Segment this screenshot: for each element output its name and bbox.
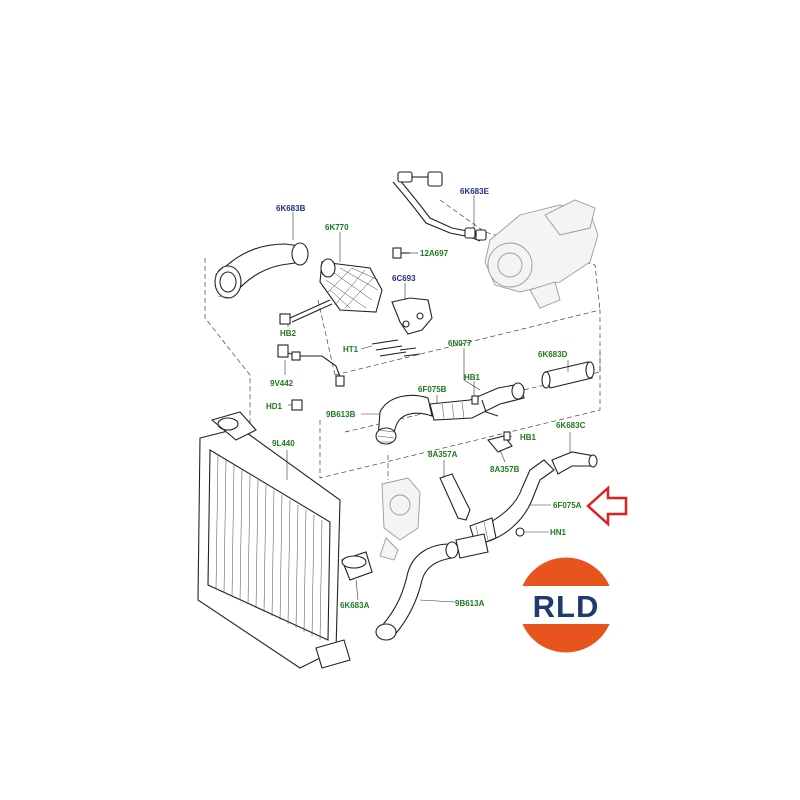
label-9l440: 9L440 <box>272 439 295 448</box>
rld-logo: RLD <box>517 556 615 654</box>
pipe-6f075a <box>469 459 555 547</box>
bracket-8a357b <box>471 395 513 453</box>
label-6f075a: 6F075A <box>553 501 582 510</box>
bracket-6c693 <box>391 297 433 335</box>
hose-6k683a <box>341 551 373 581</box>
bolts-ht1 <box>371 339 421 357</box>
label-hn1: HN1 <box>550 528 567 537</box>
label-ht1: HT1 <box>343 345 359 354</box>
bolt-hb2 <box>279 299 333 325</box>
hose-9b613b <box>375 394 433 445</box>
pipe-assembly-6k683e <box>392 171 487 242</box>
leader-lines <box>284 195 571 603</box>
intake-filter-6k770 <box>319 258 383 313</box>
label-6k683e: 6K683E <box>460 187 490 196</box>
label-6k683b: 6K683B <box>276 204 306 213</box>
label-6n077: 6N077 <box>448 339 472 348</box>
hose-9b613a <box>375 533 489 641</box>
label-hb2: HB2 <box>280 329 297 338</box>
hose-6k683c <box>551 451 598 475</box>
label-9b613b: 9B613B <box>326 410 356 419</box>
sensor-12a697 <box>392 247 410 259</box>
part-labels: 6K683E 6K683B 6K770 12A697 6C693 HB2 HT1… <box>266 187 586 610</box>
nut-hn1 <box>515 527 525 537</box>
red-outline-arrow-left-icon <box>586 485 628 527</box>
intercooler-9l440 <box>197 411 351 669</box>
hose-6k683d <box>541 361 595 389</box>
intercooler-fins <box>215 454 323 641</box>
label-6k683c: 6K683C <box>556 421 586 430</box>
label-hb1-top: HB1 <box>464 373 481 382</box>
bracket-8a357a <box>439 473 471 521</box>
label-8a357b: 8A357B <box>490 465 520 474</box>
egr-valve <box>379 477 421 561</box>
label-hd1: HD1 <box>266 402 283 411</box>
label-6c693: 6C693 <box>392 274 416 283</box>
label-12a697: 12A697 <box>420 249 449 258</box>
label-9v442: 9V442 <box>270 379 294 388</box>
hose-6k683b <box>214 242 309 299</box>
turbocharger <box>484 199 599 309</box>
label-hb1-mid: HB1 <box>520 433 537 442</box>
label-6k683a: 6K683A <box>340 601 370 610</box>
label-6k683d: 6K683D <box>538 350 568 359</box>
label-8a357a: 8A357A <box>428 450 458 459</box>
label-9b613a: 9B613A <box>455 599 485 608</box>
logo-text: RLD <box>533 589 600 624</box>
clip-hd1 <box>291 399 303 411</box>
label-6k770: 6K770 <box>325 223 349 232</box>
sensor-9v442 <box>277 344 345 387</box>
label-6f075b: 6F075B <box>418 385 447 394</box>
